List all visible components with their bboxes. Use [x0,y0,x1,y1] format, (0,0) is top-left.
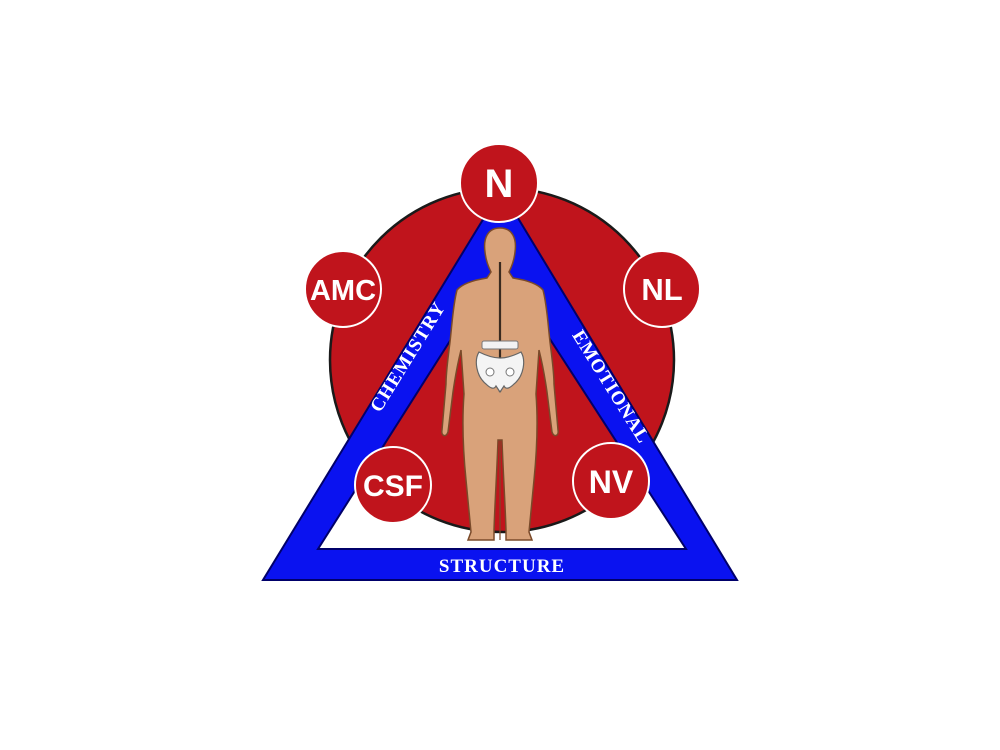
node-lower-right-circle [572,442,650,520]
node-upper-right-label: NL [641,272,682,307]
pelvis-socket-right [505,367,515,377]
pelvis-socket-left [485,367,495,377]
node-top-label: N [485,162,514,206]
node-lower-left: CSF [354,446,432,524]
node-top: N [459,143,539,223]
node-lower-left-label: CSF [363,470,423,503]
pelvis [475,351,525,394]
node-upper-right-circle [623,250,701,328]
structure-label: STRUCTURE [439,556,565,577]
node-upper-left-circle [304,250,382,328]
human-figure [441,227,559,541]
sacrum-band [481,340,519,350]
node-upper-left-label: AMC [310,275,376,307]
node-lower-left-circle [354,446,432,524]
node-top-circle [459,143,539,223]
node-lower-right: NV [572,442,650,520]
triangle-frame [261,188,739,581]
node-lower-right-label: NV [589,464,634,500]
node-upper-right: NL [623,250,701,328]
node-upper-left: AMC [304,250,382,328]
